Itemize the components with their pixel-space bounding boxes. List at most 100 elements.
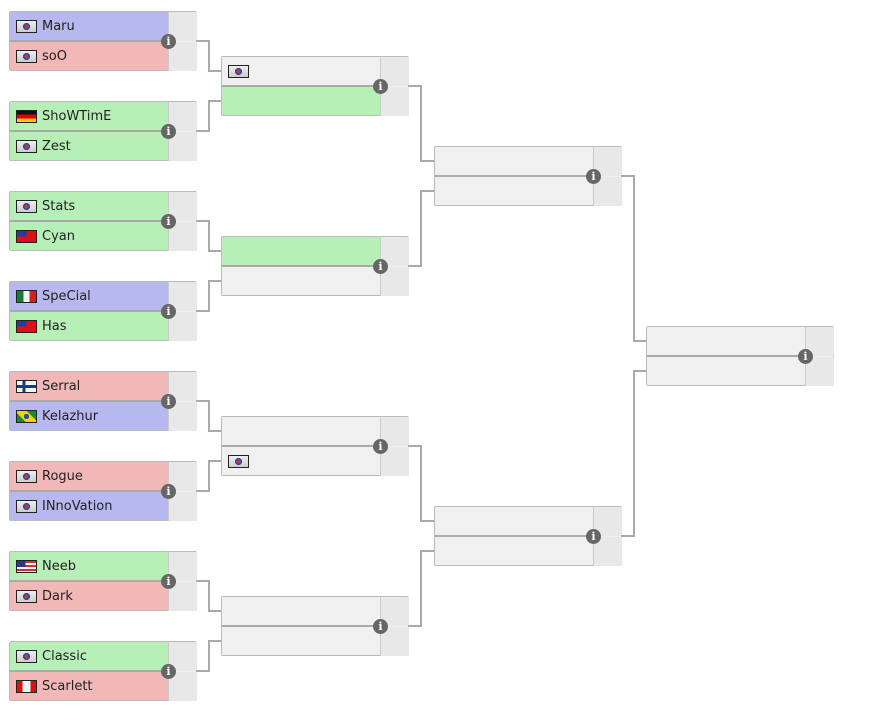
player-slot[interactable] bbox=[435, 537, 593, 565]
connector-line bbox=[208, 400, 210, 432]
match-r2-m2: i bbox=[221, 236, 409, 296]
player-slot[interactable]: Has bbox=[10, 312, 168, 340]
connector-line bbox=[633, 175, 635, 342]
player-slot[interactable] bbox=[222, 237, 380, 267]
player-slot[interactable] bbox=[222, 627, 380, 655]
connector-line bbox=[209, 430, 221, 432]
player-slot[interactable]: Zest bbox=[10, 132, 168, 160]
player-name: Serral bbox=[42, 378, 81, 394]
info-icon[interactable]: i bbox=[161, 484, 176, 499]
player-slot[interactable] bbox=[435, 507, 593, 537]
player-name: Classic bbox=[42, 648, 87, 664]
player-slot[interactable]: Maru bbox=[10, 12, 168, 42]
connector-line bbox=[621, 535, 634, 537]
info-icon[interactable]: i bbox=[798, 349, 813, 364]
player-slot[interactable] bbox=[222, 87, 380, 115]
player-name: Neeb bbox=[42, 558, 76, 574]
connector-line bbox=[421, 160, 434, 162]
player-slot[interactable]: soO bbox=[10, 42, 168, 70]
player-name: Maru bbox=[42, 18, 75, 34]
info-icon[interactable]: i bbox=[161, 124, 176, 139]
player-slot[interactable] bbox=[222, 267, 380, 295]
connector-line bbox=[196, 40, 209, 42]
player-name: soO bbox=[42, 48, 67, 64]
connector-line bbox=[408, 625, 421, 627]
player-slot[interactable] bbox=[435, 177, 593, 205]
connector-line bbox=[634, 340, 646, 342]
player-name: Rogue bbox=[42, 468, 83, 484]
player-name: ShoWTimE bbox=[42, 108, 112, 124]
connector-line bbox=[208, 280, 210, 312]
connector-line bbox=[420, 445, 422, 522]
info-icon[interactable]: i bbox=[373, 79, 388, 94]
match-r4-m1: i bbox=[646, 326, 834, 386]
connector-line bbox=[408, 85, 421, 87]
connector-line bbox=[634, 370, 646, 372]
info-icon[interactable]: i bbox=[586, 529, 601, 544]
info-icon[interactable]: i bbox=[161, 394, 176, 409]
player-slot[interactable]: Kelazhur bbox=[10, 402, 168, 430]
player-slot[interactable]: Neeb bbox=[10, 552, 168, 582]
connector-line bbox=[196, 400, 209, 402]
player-slot[interactable]: Classic bbox=[10, 642, 168, 672]
connector-line bbox=[196, 670, 209, 672]
info-icon[interactable]: i bbox=[373, 259, 388, 274]
player-slot[interactable]: Cyan bbox=[10, 222, 168, 250]
connector-line bbox=[621, 175, 634, 177]
info-icon[interactable]: i bbox=[373, 439, 388, 454]
flag-kr-icon bbox=[16, 649, 37, 663]
flag-fi-icon bbox=[16, 379, 37, 393]
match-r3-m1: i bbox=[434, 146, 622, 206]
info-icon[interactable]: i bbox=[161, 34, 176, 49]
flag-kr-icon bbox=[16, 499, 37, 513]
flag-mx-icon bbox=[16, 289, 37, 303]
connector-line bbox=[209, 70, 221, 72]
info-icon[interactable]: i bbox=[161, 664, 176, 679]
connector-line bbox=[420, 550, 422, 627]
player-slot[interactable]: Serral bbox=[10, 372, 168, 402]
player-slot[interactable]: SpeCial bbox=[10, 282, 168, 312]
player-slot[interactable] bbox=[647, 357, 805, 385]
match-r3-m2: i bbox=[434, 506, 622, 566]
connector-line bbox=[209, 250, 221, 252]
player-name: INnoVation bbox=[42, 498, 113, 514]
player-name: Scarlett bbox=[42, 678, 93, 694]
flag-tw-icon bbox=[16, 229, 37, 243]
connector-line bbox=[208, 460, 210, 492]
player-slot[interactable] bbox=[222, 417, 380, 447]
flag-ca-icon bbox=[16, 679, 37, 693]
player-slot[interactable]: Dark bbox=[10, 582, 168, 610]
player-slot[interactable]: ShoWTimE bbox=[10, 102, 168, 132]
player-slot[interactable] bbox=[647, 327, 805, 357]
info-icon[interactable]: i bbox=[161, 214, 176, 229]
player-slot[interactable]: Stats bbox=[10, 192, 168, 222]
player-slot[interactable]: Scarlett bbox=[10, 672, 168, 700]
connector-line bbox=[208, 640, 210, 672]
connector-line bbox=[420, 85, 422, 162]
flag-us-icon bbox=[16, 559, 37, 573]
info-icon[interactable]: i bbox=[161, 574, 176, 589]
player-slot[interactable]: INnoVation bbox=[10, 492, 168, 520]
flag-kr-icon bbox=[16, 199, 37, 213]
flag-kr-icon bbox=[16, 589, 37, 603]
info-icon[interactable]: i bbox=[586, 169, 601, 184]
connector-line bbox=[208, 580, 210, 612]
connector-line bbox=[196, 220, 209, 222]
player-slot[interactable]: Rogue bbox=[10, 462, 168, 492]
flag-de-icon bbox=[16, 109, 37, 123]
player-slot[interactable] bbox=[222, 447, 380, 475]
score-cell bbox=[168, 132, 197, 161]
connector-line bbox=[208, 100, 210, 132]
player-slot[interactable] bbox=[435, 147, 593, 177]
connector-line bbox=[209, 100, 221, 102]
info-icon[interactable]: i bbox=[161, 304, 176, 319]
player-slot[interactable] bbox=[222, 597, 380, 627]
player-slot[interactable] bbox=[222, 57, 380, 87]
info-icon[interactable]: i bbox=[373, 619, 388, 634]
